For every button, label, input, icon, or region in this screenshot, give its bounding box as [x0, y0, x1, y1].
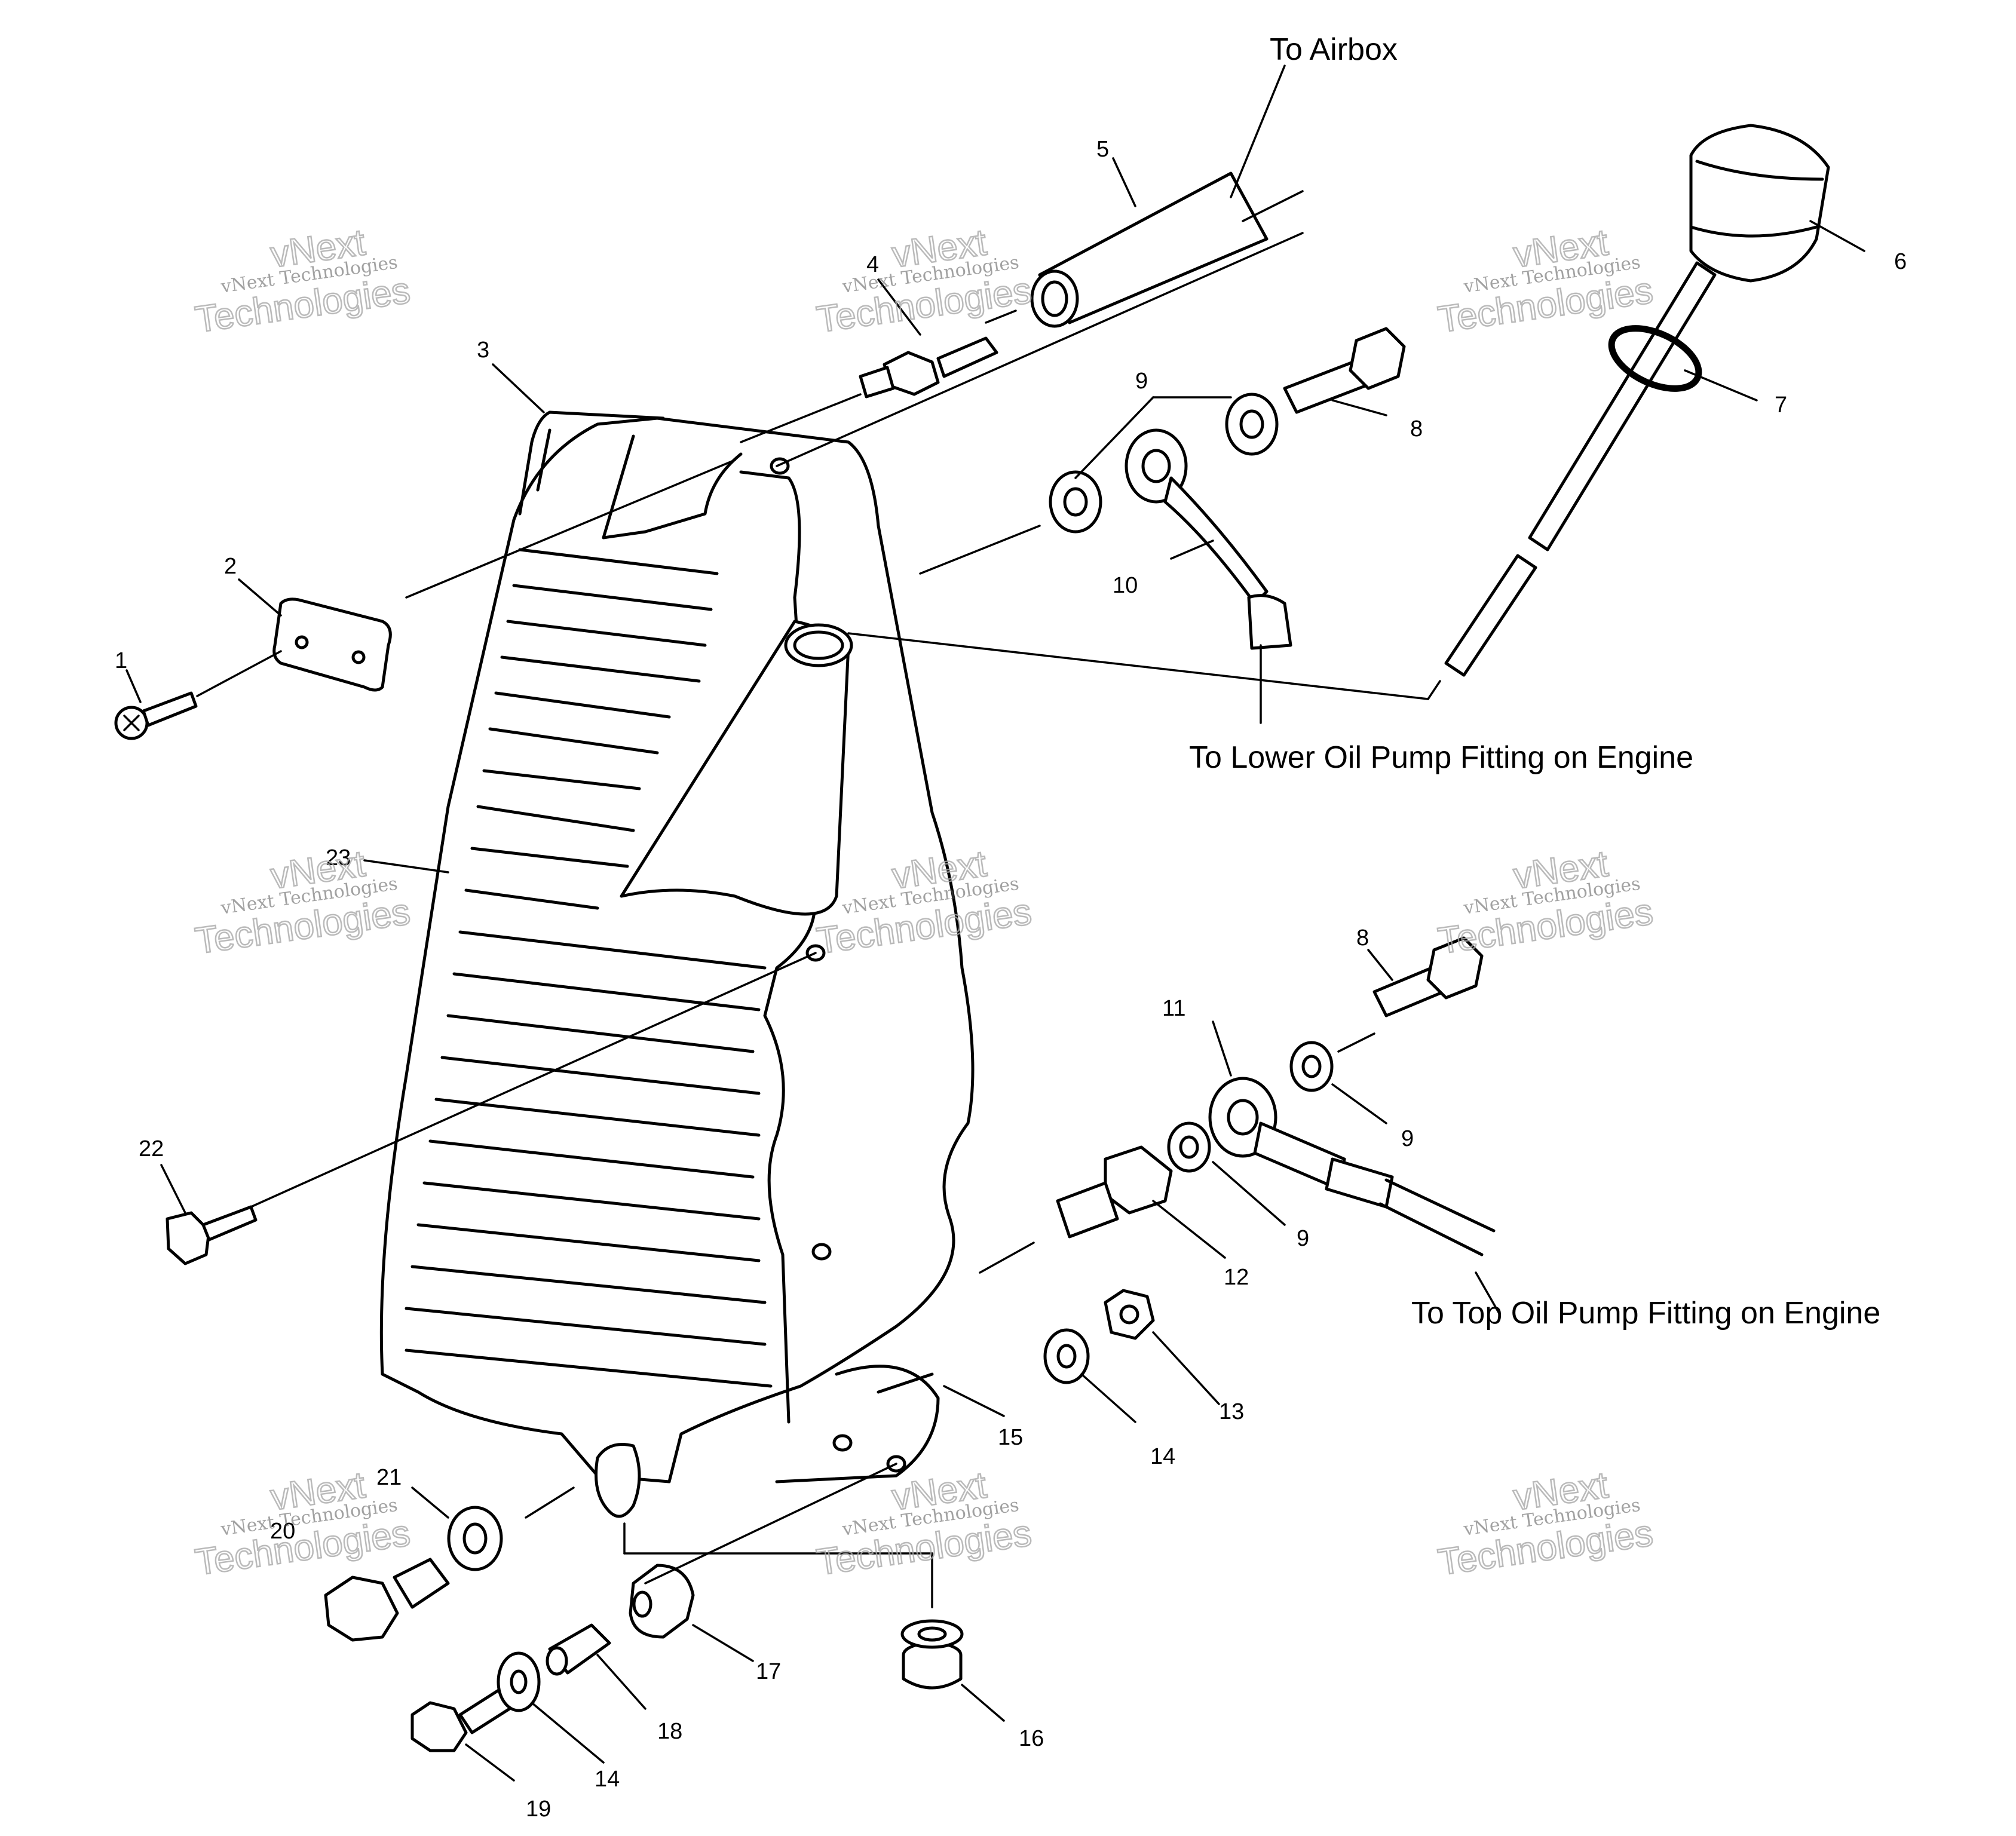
- callout-10: 10: [1113, 573, 1138, 598]
- screw-part-1: [114, 691, 198, 740]
- callout-8-top: 8: [1410, 416, 1423, 442]
- leader-lines: [125, 65, 1865, 1782]
- note-lower-oil-pump: To Lower Oil Pump Fitting on Engine: [1189, 740, 1693, 775]
- watermark: vNext vNext Technologies Technologies: [192, 842, 413, 963]
- note-top-oil-pump: To Top Oil Pump Fitting on Engine: [1411, 1296, 1880, 1331]
- watermark: vNext vNext Technologies Technologies: [1435, 842, 1656, 963]
- callout-20: 20: [270, 1519, 295, 1544]
- callout-5: 5: [1096, 137, 1109, 162]
- grommet-part-16: [900, 1619, 964, 1690]
- hose-part-5: [1030, 171, 1269, 328]
- callout-23: 23: [326, 845, 351, 871]
- callout-9-right: 9: [1401, 1126, 1414, 1151]
- callout-17: 17: [756, 1659, 781, 1684]
- note-to-airbox: To Airbox: [1270, 32, 1398, 67]
- callout-18: 18: [657, 1719, 682, 1744]
- bolt-part-22: [166, 1205, 258, 1265]
- banjo-fitting-part-10: [1125, 428, 1292, 650]
- washer-part-9-middle: [1167, 1041, 1334, 1173]
- dipstick-cap-part-6: [1444, 124, 1830, 677]
- washer-part-9-top: [1049, 393, 1279, 534]
- fitting-part-12: [1056, 1145, 1173, 1239]
- callout-11: 11: [1162, 996, 1185, 1021]
- watermark: vNext vNext Technologies Technologies: [813, 221, 1035, 341]
- bolt-part-8-middle: [1372, 936, 1484, 1017]
- fitting-part-4: [859, 336, 998, 399]
- callout-1: 1: [115, 648, 127, 673]
- callout-16: 16: [1019, 1726, 1044, 1751]
- callout-14-right: 14: [1150, 1444, 1175, 1469]
- callout-12: 12: [1224, 1265, 1249, 1290]
- callout-8-middle: 8: [1356, 925, 1369, 951]
- bracket-part-2: [272, 597, 392, 692]
- washer-part-14-right: [1043, 1328, 1090, 1384]
- callout-7: 7: [1775, 393, 1787, 418]
- washer-part-21: [447, 1506, 503, 1571]
- watermark: vNext vNext Technologies Technologies: [1435, 221, 1656, 341]
- tank-mount-part-15: [877, 1372, 934, 1394]
- nut-part-13: [1104, 1289, 1155, 1340]
- callout-9-top: 9: [1135, 369, 1148, 394]
- callout-6: 6: [1894, 249, 1907, 274]
- callout-15: 15: [998, 1425, 1023, 1450]
- callout-4: 4: [866, 252, 879, 277]
- callout-3: 3: [477, 338, 489, 363]
- callout-19: 19: [526, 1797, 551, 1822]
- bolt-part-8-top: [1283, 327, 1406, 414]
- sleeve-part-18: [546, 1623, 611, 1676]
- routing-notes: To Airbox To Lower Oil Pump Fitting on E…: [1189, 32, 1880, 1331]
- callout-13: 13: [1219, 1399, 1244, 1424]
- watermark: vNext vNext Technologies Technologies: [1435, 1464, 1656, 1584]
- callout-labels: 1 2 3 4 5 6 7 8 9 10 8 11 9 9 12 13 14 1…: [115, 137, 1907, 1822]
- o-ring-part-7: [1608, 325, 1702, 392]
- callout-21: 21: [376, 1465, 402, 1490]
- watermark: vNext vNext Technologies Technologies: [192, 221, 413, 341]
- banjo-fitting-part-11: [1208, 1077, 1496, 1256]
- callout-22: 22: [139, 1136, 164, 1161]
- callout-14-bottom: 14: [595, 1767, 620, 1792]
- washer-part-14-bottom: [497, 1651, 541, 1712]
- oil-tank: [379, 410, 975, 1518]
- callout-9-lower: 9: [1297, 1226, 1309, 1251]
- drain-bolt-part-20: [324, 1558, 450, 1642]
- callout-2: 2: [224, 554, 237, 579]
- watermark: vNext vNext Technologies Technologies: [813, 1464, 1035, 1584]
- tank-ribs: [405, 548, 773, 1388]
